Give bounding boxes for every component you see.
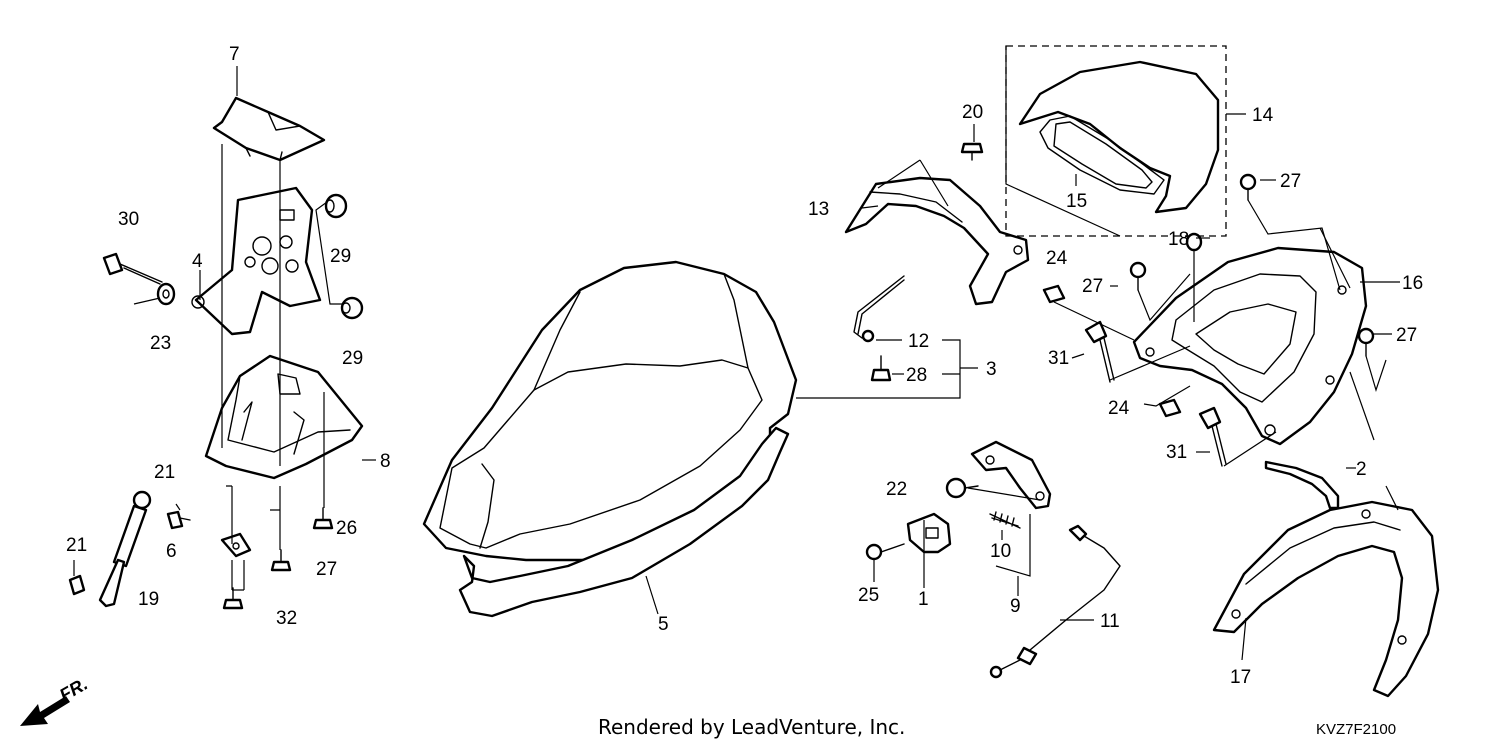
part-27-screw-right bbox=[1357, 327, 1375, 357]
part-27-screw-left bbox=[270, 549, 292, 572]
part-4-hinge-bracket bbox=[191, 186, 322, 336]
label-part-21: 21 bbox=[66, 535, 87, 556]
label-part-31: 31 bbox=[1048, 348, 1069, 369]
render-credit: Rendered by LeadVenture, Inc. bbox=[598, 715, 906, 739]
part-32-screw bbox=[222, 587, 244, 610]
label-part-10: 10 bbox=[990, 541, 1011, 562]
label-part-17: 17 bbox=[1230, 667, 1251, 688]
part-20-screw bbox=[960, 142, 984, 161]
part-13-rear-cover bbox=[844, 176, 1030, 306]
part-21-bolt-upper bbox=[166, 510, 191, 530]
label-part-16: 16 bbox=[1402, 273, 1423, 294]
part-5-leader bbox=[645, 575, 659, 615]
part-24-nut-lower bbox=[1158, 398, 1182, 418]
part-14-group-edge bbox=[1005, 46, 1121, 237]
part-23-collar bbox=[156, 282, 176, 306]
part-13-leader bbox=[861, 205, 879, 209]
label-part-24: 24 bbox=[1046, 248, 1068, 269]
part-30-bolt bbox=[102, 252, 163, 285]
part-26-screw bbox=[312, 507, 334, 530]
label-part-24: 24 bbox=[1108, 398, 1130, 419]
part-13-ref-leader bbox=[877, 159, 949, 207]
label-part-26: 26 bbox=[336, 518, 357, 539]
part-2-rubber-strip bbox=[1264, 460, 1340, 510]
part-16-grab-rail bbox=[1132, 246, 1368, 446]
label-part-31: 31 bbox=[1166, 442, 1187, 463]
label-part-22: 22 bbox=[886, 479, 907, 500]
label-part-29: 29 bbox=[330, 246, 351, 267]
part-28-bolt bbox=[870, 355, 892, 382]
part-5-seat bbox=[422, 260, 798, 618]
label-part-27: 27 bbox=[1082, 276, 1103, 297]
part-24-nut-upper bbox=[1042, 284, 1066, 304]
label-part-30: 30 bbox=[118, 209, 139, 230]
part-1-seat-lock bbox=[906, 512, 952, 554]
label-part-19: 19 bbox=[138, 589, 159, 610]
left-group-leaders bbox=[73, 66, 376, 591]
part-6-latch bbox=[220, 532, 252, 558]
label-part-11: 11 bbox=[1100, 611, 1120, 632]
part-25-bolt bbox=[865, 543, 905, 561]
part-15-pad-frame bbox=[1039, 115, 1165, 195]
part-10-spring bbox=[989, 511, 1021, 529]
label-part-5: 5 bbox=[658, 614, 669, 635]
label-part-9: 9 bbox=[1010, 596, 1021, 617]
right-group-leaders bbox=[1053, 179, 1400, 661]
label-part-14: 14 bbox=[1252, 105, 1274, 126]
part-27-screw-mid bbox=[1129, 261, 1147, 291]
callout-labels: 7 30 29 4 23 29 8 21 26 21 6 27 19 32 5 … bbox=[66, 44, 1423, 688]
label-part-18: 18 bbox=[1168, 229, 1189, 250]
label-part-21: 21 bbox=[154, 462, 175, 483]
label-part-1: 1 bbox=[918, 589, 929, 610]
part-29-damper-lower bbox=[340, 296, 364, 320]
part-31-bolt-upper bbox=[1084, 320, 1115, 383]
part-3-bracket-upper bbox=[796, 339, 961, 399]
label-part-27: 27 bbox=[316, 559, 337, 580]
label-part-23: 23 bbox=[150, 333, 171, 354]
label-part-15: 15 bbox=[1066, 191, 1087, 212]
label-part-3: 3 bbox=[986, 359, 997, 380]
part-8-lock-housing bbox=[204, 354, 364, 480]
part-12-stay-rod bbox=[853, 275, 905, 343]
part-29-damper-upper bbox=[324, 193, 348, 219]
part-19-seat-damper bbox=[98, 490, 152, 608]
part-7-cover bbox=[212, 96, 326, 162]
label-part-28: 28 bbox=[906, 365, 927, 386]
label-part-4: 4 bbox=[192, 251, 203, 272]
label-part-25: 25 bbox=[858, 585, 879, 606]
part-9-latch-bracket bbox=[970, 440, 1052, 510]
label-part-20: 20 bbox=[962, 102, 983, 123]
part-11-lock-cable bbox=[989, 524, 1121, 679]
part-31-bolt-lower bbox=[1198, 406, 1227, 467]
front-direction-arrow-icon: FR. bbox=[20, 674, 91, 726]
label-part-27: 27 bbox=[1280, 171, 1301, 192]
label-part-8: 8 bbox=[380, 451, 391, 472]
label-part-7: 7 bbox=[229, 44, 240, 65]
label-part-12: 12 bbox=[908, 331, 929, 352]
label-part-6: 6 bbox=[166, 541, 177, 562]
label-part-2: 2 bbox=[1356, 459, 1367, 480]
part-17-rear-rail-cover bbox=[1212, 500, 1440, 698]
diagram-code: KVZ7F2100 bbox=[1316, 721, 1397, 738]
label-part-27: 27 bbox=[1396, 325, 1417, 346]
bottom-center-leaders bbox=[873, 487, 1094, 621]
label-part-13: 13 bbox=[808, 199, 829, 220]
label-part-29: 29 bbox=[342, 348, 363, 369]
part-27-screw-upper bbox=[1239, 173, 1257, 201]
part-21-bolt-lower bbox=[68, 574, 86, 596]
label-part-32: 32 bbox=[276, 608, 297, 629]
part-22-collar bbox=[945, 477, 979, 499]
